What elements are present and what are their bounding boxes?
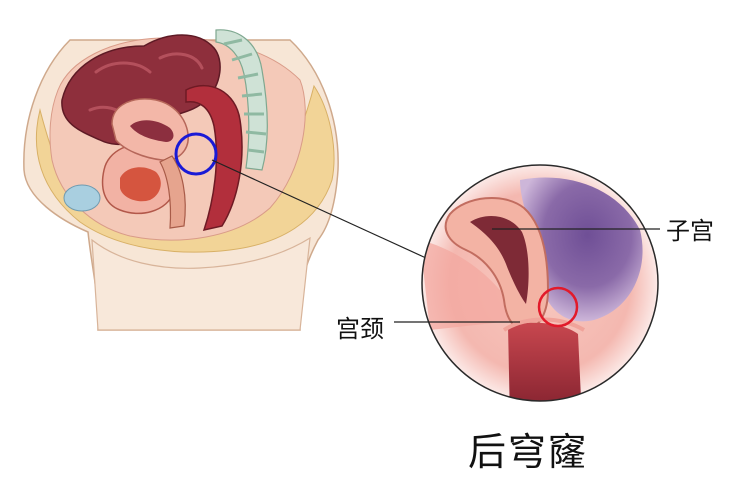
- vaginal-canal: [159, 155, 186, 229]
- magnified-inset: [421, 164, 659, 402]
- posterior-fornix-marker-blue: [174, 132, 218, 176]
- pelvis-section-illustration: [23, 29, 339, 331]
- inset-border: [421, 164, 659, 402]
- sacrum-spine: [215, 29, 268, 171]
- cervix-label: 宫颈: [336, 315, 384, 343]
- zoom-leader-line: [211, 159, 427, 259]
- uterus-small-cavity: [130, 120, 174, 142]
- inset-rectum: [508, 322, 582, 401]
- vertebrae-stripes: [223, 38, 267, 154]
- thigh: [91, 236, 311, 331]
- uterus-label: 子宫: [666, 217, 714, 245]
- pubic-fluid: [63, 184, 101, 212]
- inset-pink-tissue: [422, 240, 520, 330]
- bladder-inner: [120, 167, 161, 202]
- posterior-fornix-marker-red: [537, 286, 579, 328]
- posterior-fornix-title: 后穹窿: [468, 430, 589, 474]
- inset-uterus-cavity: [470, 216, 529, 304]
- inset-purple-tissue: [520, 177, 643, 322]
- rectum: [185, 85, 243, 232]
